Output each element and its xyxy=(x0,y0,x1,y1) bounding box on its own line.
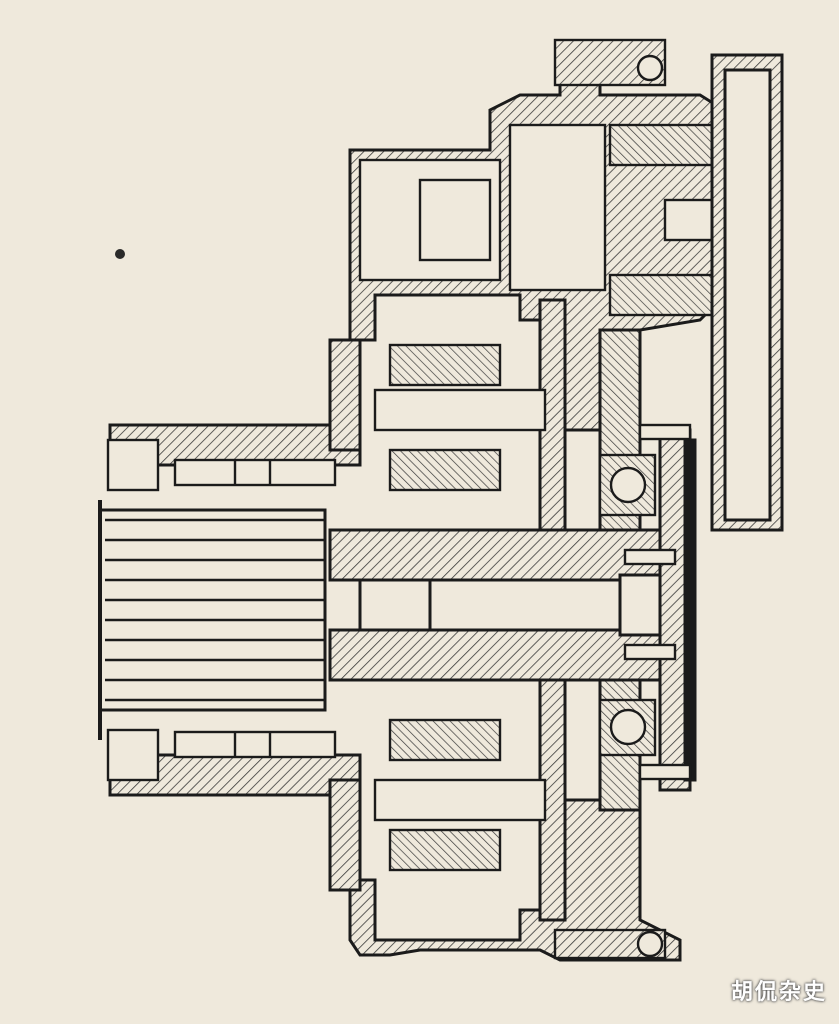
bolts xyxy=(553,54,692,960)
watermark-text: 胡侃杂史 xyxy=(730,980,827,1005)
right-rim xyxy=(710,53,784,532)
end-cover xyxy=(658,428,697,792)
output-gear-stage xyxy=(508,38,777,317)
left-bearings xyxy=(106,438,337,782)
left-extension xyxy=(98,338,362,892)
planet-gears xyxy=(358,158,547,872)
housing-lower xyxy=(348,798,682,962)
main-shaft xyxy=(328,528,667,682)
splined-shaft xyxy=(98,500,325,740)
ink-spot xyxy=(115,249,125,259)
ball-bearings xyxy=(598,453,657,757)
